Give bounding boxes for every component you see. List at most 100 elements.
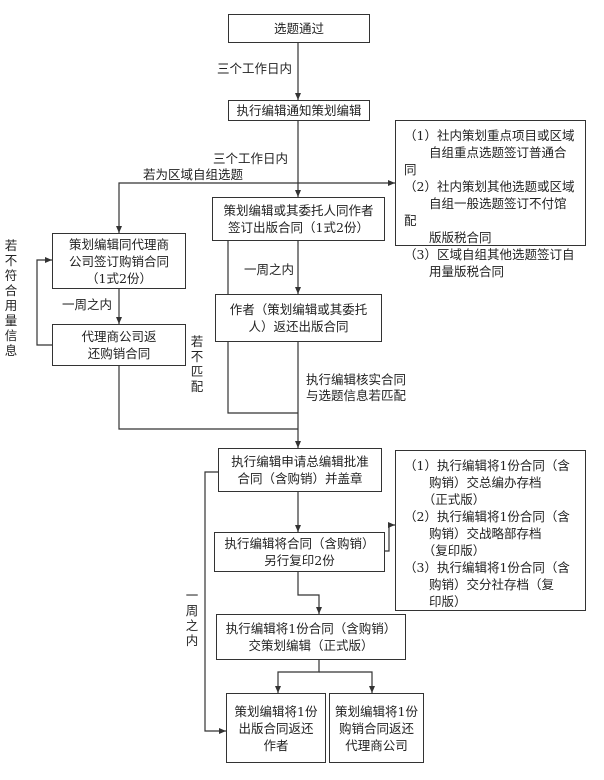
vertical-char: 之 [185,618,199,633]
text-line: 购销合同返还 [338,720,414,736]
text-line: 人）返还出版合同 [248,319,349,334]
vertical-char: 用 [4,298,18,313]
text-line: 合同（含购销）并盖章 [237,471,363,486]
text-line: 公司签订购销合同 [68,253,169,269]
text-line: （1式2份） [86,270,152,286]
node-copy: 执行编辑将合同（含购销） 另行复印2份 [214,532,385,572]
node-apply: 执行编辑申请总编辑批准合同（含购销）并盖章 [218,448,382,492]
label-one-week-2: 一周之内 [62,297,113,312]
node-agent-return: 代理商公司返还购销合同 [52,324,186,366]
node-return-author-text: 策划编辑将1份出版合同返还作者 [231,703,321,754]
label-verify: 执行编辑核实合同与选题信息若匹配 [306,372,406,404]
node-sign-agent-text: 策划编辑同代理商公司签订购销合同（1式2份） [57,236,181,287]
label-not-conform: 若不符合用量信息 [4,238,18,358]
text-line: 执行编辑将合同（含购销） [224,536,375,551]
vertical-char: 不 [4,253,18,268]
text-line: （1）社内策划重点项目或区域 [404,128,575,143]
node-apply-text: 执行编辑申请总编辑批准合同（含购销）并盖章 [223,453,377,487]
node-return-agent: 策划编辑将1份购销合同返还代理商公司 [329,693,424,763]
vertical-char: 若 [190,334,204,349]
label-not-match: 若不匹配 [190,334,204,394]
edge-copy-deliver [297,572,322,614]
text-line: 购销）交总编办存档 [404,475,542,490]
text-line: 用量版税合同 [404,264,505,279]
edge-regional-branch [116,182,298,233]
vertical-char: 符 [4,268,18,283]
text-line: 自组一般选题签订不付馆配 [404,196,567,228]
label-three-days-1: 三个工作日内 [217,61,293,76]
vertical-char: 周 [185,603,199,618]
edge-one-week-loop [204,471,227,734]
node-notes-mid-text: （1）执行编辑将1份合同（含 购销）交总编办存档 （正式版） （2）执行编辑将1份… [404,457,577,610]
node-sign-agent: 策划编辑同代理商公司签订购销合同（1式2份） [52,233,186,289]
edge-not-conform-loop [36,257,52,346]
node-return-agent-text: 策划编辑将1份购销合同返还代理商公司 [334,703,419,754]
text-line: 与选题信息若匹配 [306,388,407,403]
text-line: 选题通过 [273,21,324,36]
node-sign-publish: 策划编辑或其委托人同作者签订出版合同（1式2份） [212,197,385,241]
node-return-author: 策划编辑将1份出版合同返还作者 [226,693,326,763]
node-notes-mid: （1）执行编辑将1份合同（含 购销）交总编办存档 （正式版） （2）执行编辑将1份… [395,450,586,611]
label-three-days-2: 三个工作日内 [213,151,289,166]
text-line: 签订出版合同（1式2份） [228,220,369,235]
text-line: （2）社内策划其他选题或区域 [404,179,575,194]
edge-copy-notes-mid [385,522,395,552]
node-author-return-text: 作者（策划编辑或其委托人）返还出版合同 [220,301,377,335]
text-line: 策划编辑将1份 [234,703,318,719]
label-one-week-vertical: 一周之内 [185,588,199,648]
text-line: 作者 [263,737,289,753]
text-line: 版版税合同 [404,230,492,245]
text-line: 策划编辑将1份 [335,703,418,719]
label-regional: 若为区域自组选题 [143,167,244,182]
node-start-text: 选题通过 [233,20,365,37]
text-line: 执行编辑申请总编辑批准 [231,454,369,469]
vertical-char: 合 [4,283,18,298]
vertical-char: 内 [185,633,199,648]
text-line: （2）执行编辑将1份合同（含 [404,509,570,524]
vertical-char: 息 [4,343,18,358]
vertical-char: 匹 [190,364,204,379]
text-line: 出版合同返还 [238,720,314,736]
vertical-char: 一 [185,588,199,603]
vertical-char: 量 [4,313,18,328]
text-line: 执行编辑核实合同 [306,372,407,387]
text-line: 另行复印2份 [264,553,335,568]
node-deliver-text: 执行编辑将1份合同（含购销） 交策划编辑（正式版） [221,620,401,654]
node-deliver: 执行编辑将1份合同（含购销） 交策划编辑（正式版） [216,614,406,660]
text-line: （3）执行编辑将1份合同（含 [404,560,570,575]
edge-agent-merge [118,366,298,430]
text-line: 交策划编辑（正式版） [248,638,374,653]
node-author-return: 作者（策划编辑或其委托人）返还出版合同 [215,294,382,342]
edge-deliver-agent [319,671,375,693]
node-notify-text: 执行编辑通知策划编辑 [233,102,365,119]
text-line: （正式版） [404,492,486,507]
text-line: （1）执行编辑将1份合同（含 [404,458,570,473]
text-line: 购销）交战略部存档 [404,526,542,541]
text-line: 自组重点选题签订普通合同 [404,145,567,177]
vertical-char: 不 [190,349,204,364]
node-notes-top: （1）社内策划重点项目或区域 自组重点选题签订普通合同 （2）社内策划其他选题或区… [395,120,586,279]
node-agent-return-text: 代理商公司返还购销合同 [57,328,181,362]
text-line: 代理商公司返 [81,329,157,344]
text-line: 执行编辑将1份合同（含购销） [225,621,397,636]
text-line: 作者（策划编辑或其委托 [229,302,368,317]
node-notify: 执行编辑通知策划编辑 [228,100,370,121]
text-line: 代理商公司 [345,737,408,753]
label-one-week-1: 一周之内 [244,262,295,277]
text-line: （复印版） [404,543,486,558]
vertical-char: 配 [190,379,204,394]
node-start: 选题通过 [228,14,370,43]
node-copy-text: 执行编辑将合同（含购销） 另行复印2份 [219,535,380,569]
text-line: 策划编辑同代理商 [68,236,169,252]
text-line: （3）区域自组其他选题签订自 [404,247,575,262]
vertical-char: 信 [4,328,18,343]
text-line: 策划编辑或其委托人同作者 [223,203,374,218]
text-line: 执行编辑通知策划编辑 [236,103,362,118]
node-notes-top-text: （1）社内策划重点项目或区域 自组重点选题签订普通合同 （2）社内策划其他选题或区… [404,127,577,280]
text-line: 印版） [404,594,467,609]
vertical-char: 若 [4,238,18,253]
text-line: 购销）交分社存档（复 [404,577,555,592]
edge-deliver-author [275,660,320,693]
text-line: 还购销合同 [87,346,151,361]
